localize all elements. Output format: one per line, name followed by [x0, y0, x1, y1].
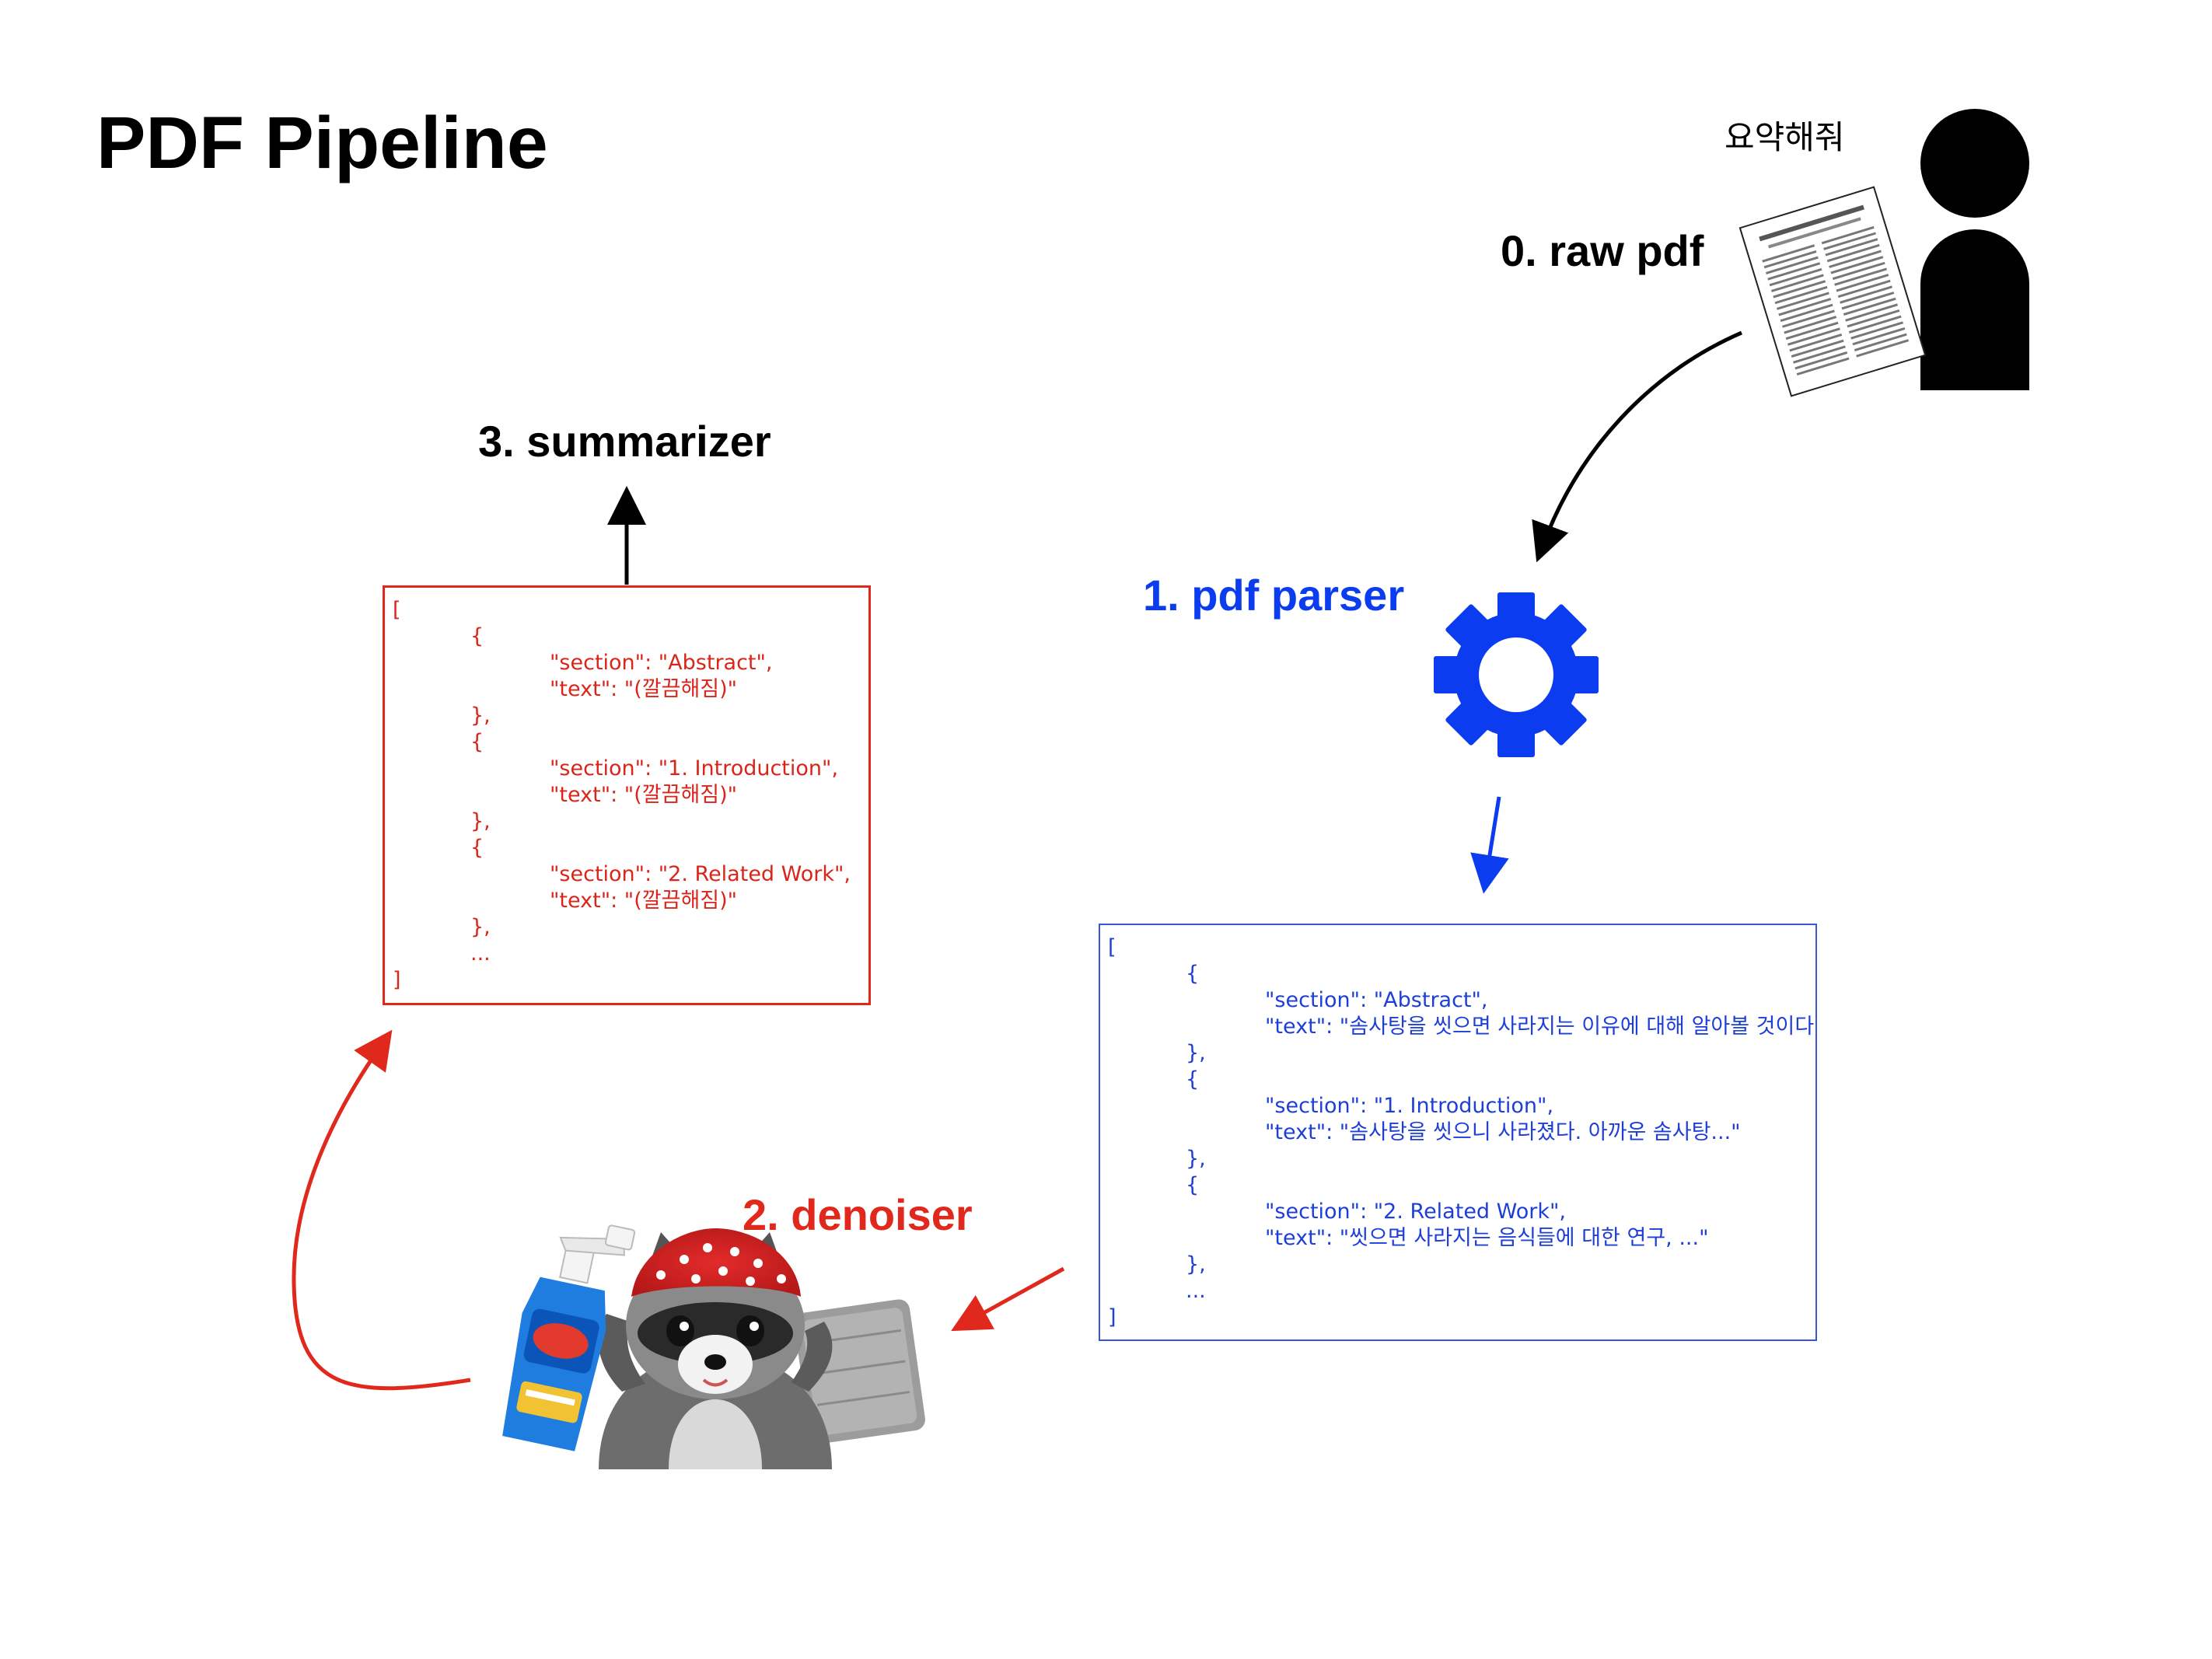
json-line: }, — [1186, 1041, 1206, 1065]
json-line: ] — [1108, 1305, 1116, 1329]
json-line: { — [470, 624, 484, 648]
json-line: "section": "2. Related Work", — [1265, 1200, 1567, 1224]
parsed-json-box: [ { "section": "Abstract", "text": "솜사탕을 씻으… — [1099, 924, 1817, 1341]
json-line: }, — [470, 915, 491, 939]
json-line: "section": "Abstract", — [1265, 988, 1488, 1012]
step-raw-pdf-label: 0. raw pdf — [1501, 226, 1704, 275]
clean-json-box: [{"section": "Abstract","text": "(깔끔해짐)"… — [383, 585, 871, 1005]
json-line: "text": "솜사탕을 씻으니 사라졌다. 아까운 솜사탕..." — [1265, 1120, 1741, 1144]
raccoon-cleaner-illustration — [502, 1224, 925, 1469]
json-line: "section": "1. Introduction", — [1265, 1094, 1554, 1118]
user-icon — [1920, 109, 2029, 390]
json-line: ... — [1186, 1279, 1206, 1303]
json-line: [ — [393, 598, 401, 622]
json-line: "text": "솜사탕을 씻으면 사라지는 이유에 대해 알아볼 것이다" — [1265, 1015, 1817, 1039]
spray-bottle — [502, 1224, 636, 1451]
step-denoiser-label: 2. denoiser — [743, 1190, 973, 1239]
step-pdf-parser-label: 1. pdf parser — [1143, 571, 1405, 620]
json-line: "section": "Abstract", — [550, 651, 773, 675]
json-line: "text": "(깔끔해짐)" — [550, 677, 738, 701]
json-line: { — [1186, 1067, 1200, 1091]
step-summarizer-label: 3. summarizer — [478, 417, 771, 466]
arrow-parser-to-json — [1470, 796, 1509, 894]
json-line: }, — [470, 704, 491, 728]
json-line: "text": "(깔끔해짐)" — [550, 783, 738, 807]
arrow-pdf-to-parser — [1532, 330, 1742, 563]
json-line: "text": "씻으면 사라지는 음식들에 대한 연구, ..." — [1265, 1226, 1709, 1250]
json-line: }, — [1186, 1147, 1206, 1171]
gear-icon — [1434, 592, 1599, 757]
json-line: ... — [470, 941, 491, 966]
page-title: PDF Pipeline — [96, 102, 548, 184]
json-line: }, — [470, 809, 491, 833]
arrow-json-to-denoiser — [951, 1266, 1065, 1332]
json-line: { — [470, 730, 484, 754]
json-line: ] — [393, 968, 401, 992]
json-line: { — [470, 836, 484, 860]
json-line: { — [1186, 962, 1200, 986]
user-request-text: 요약해줘 — [1725, 118, 1845, 156]
json-line: "section": "2. Related Work", — [550, 862, 851, 886]
arrow-denoiser-to-clean-json — [292, 1029, 471, 1391]
json-line: { — [1186, 1173, 1200, 1197]
json-line: "text": "(깔끔해짐)" — [550, 889, 738, 913]
json-line: }, — [1186, 1252, 1206, 1277]
pdf-document-icon — [1738, 186, 1927, 397]
json-line: [ — [1108, 935, 1116, 959]
json-line: "section": "1. Introduction", — [550, 756, 839, 781]
